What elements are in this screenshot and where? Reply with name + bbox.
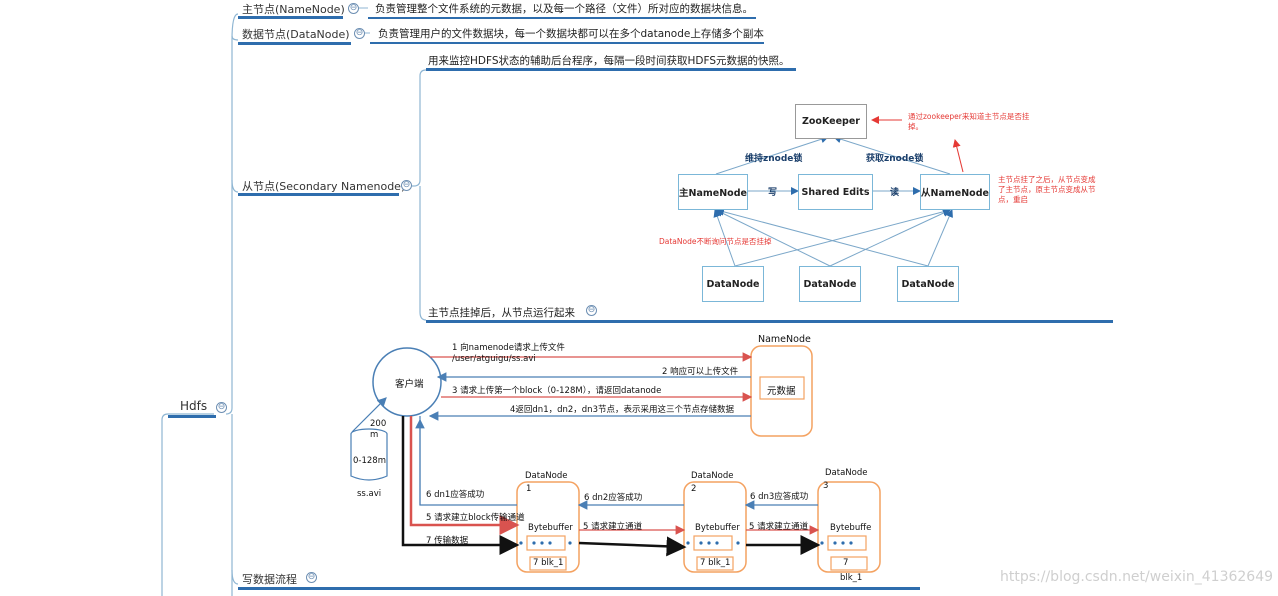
edge-write-label: 写 (768, 188, 778, 198)
branch-secondary-sub-underline (426, 320, 1113, 323)
step6b-label: 6 dn2应答成功 (584, 493, 643, 503)
dn2-index: 2 (691, 484, 697, 494)
dn3-block-tail: blk_1 (840, 573, 863, 583)
step3-label: 3 请求上传第一个block（0-128M），请返回datanode (452, 386, 662, 396)
root-collapse-icon[interactable]: ⊖ (216, 402, 227, 413)
edge-maintain-lock-label: 维持znode锁 (745, 154, 803, 164)
step5-label: 5 请求建立block传输通道 (426, 513, 525, 523)
dn1-block: 7 blk_1 (533, 558, 564, 568)
step6a-label: 6 dn1应答成功 (426, 490, 485, 500)
dn2-block: 7 blk_1 (700, 558, 731, 568)
watermark: https://blog.csdn.net/weixin_41362649 (1000, 569, 1274, 585)
branch-secondary-namenode[interactable]: 从节点(Secondary Namenode) (242, 180, 406, 193)
root-underline (168, 415, 216, 418)
step1-label: 1 向namenode请求上传文件 (452, 343, 565, 353)
branch-secondary-collapse-icon[interactable]: ⊖ (401, 180, 412, 191)
note-datanode-polling: DataNode不断询问节点是否挂掉 (659, 237, 772, 246)
dn1-buffer: Bytebuffer (528, 523, 573, 533)
namenode-title: NameNode (758, 334, 811, 345)
file-name-label: ss.avi (357, 489, 382, 499)
branch-namenode-collapse-icon[interactable]: ⊖ (348, 3, 359, 14)
ha-datanode-box-2: DataNode (799, 266, 861, 302)
root-label[interactable]: Hdfs (180, 399, 208, 413)
branch-namenode[interactable]: 主节点(NameNode) (242, 3, 345, 16)
branch-namenode-underline (238, 16, 343, 19)
step5c-label: 5 请求建立通道 (749, 522, 809, 532)
branch-secondary-detail: 用来监控HDFS状态的辅助后台程序，每隔一段时间获取HDFS元数据的快照。 (428, 55, 790, 67)
dn1-title: DataNode (525, 471, 568, 481)
client-circle (372, 347, 442, 417)
branch-write-flow-underline (238, 587, 920, 590)
branch-secondary-sub-collapse-icon[interactable]: ⊖ (586, 305, 597, 316)
file-block-label: 0-128m (353, 456, 386, 466)
branch-namenode-detail: 负责管理整个文件系统的元数据，以及每一个路径（文件）所对应的数据块信息。 (375, 3, 753, 15)
edge-acquire-lock-label: 获取znode锁 (866, 154, 924, 164)
dn2-title: DataNode (691, 471, 734, 481)
step4-label: 4返回dn1，dn2，dn3节点，表示采用这三个节点存储数据 (510, 405, 734, 415)
shared-edits-box: Shared Edits (798, 174, 873, 210)
file-size-label: 200 m (370, 419, 387, 440)
metadata-label: 元数据 (767, 386, 796, 397)
branch-datanode-underline (238, 42, 351, 45)
step1-path-label: /user/atguigu/ss.avi (452, 354, 536, 364)
dn3-buffer: Bytebuffe (830, 523, 872, 533)
step2-label: 2 响应可以上传文件 (662, 367, 739, 377)
note-failover: 主节点挂了之后，从节点变成了主节点，原主节点变成从节点，重启 (998, 175, 1096, 204)
edge-read-label: 读 (890, 188, 900, 198)
client-label: 客户端 (395, 379, 424, 390)
main-namenode-box: 主NameNode (678, 174, 748, 210)
branch-datanode-detail-underline (370, 42, 764, 44)
dn3-block: 7 (843, 558, 849, 568)
branch-secondary-underline (238, 193, 399, 196)
ha-datanode-box-3: DataNode (897, 266, 959, 302)
branch-write-flow-collapse-icon[interactable]: ⊖ (306, 572, 317, 583)
ha-datanode-box-1: DataNode (702, 266, 764, 302)
branch-secondary-sub[interactable]: 主节点挂掉后，从节点运行起来 (428, 307, 575, 319)
zookeeper-box: ZooKeeper (795, 104, 867, 139)
branch-datanode-detail: 负责管理用户的文件数据块，每一个数据块都可以在多个datanode上存储多个副本 (378, 28, 764, 40)
standby-namenode-box: 从NameNode (920, 174, 990, 210)
note-zookeeper: 通过zookeeper来知道主节点是否挂掉。 (908, 112, 1030, 131)
dn3-title: DataNode (825, 468, 868, 478)
branch-namenode-detail-underline (368, 17, 756, 19)
dn3-index: 3 (823, 481, 829, 491)
dn1-index: 1 (526, 484, 532, 494)
step6c-label: 6 dn3应答成功 (750, 492, 809, 502)
branch-datanode[interactable]: 数据节点(DataNode) (242, 28, 350, 41)
branch-datanode-collapse-icon[interactable]: ⊖ (354, 28, 365, 39)
branch-write-flow[interactable]: 写数据流程 (242, 573, 297, 586)
step7-label: 7 传输数据 (426, 536, 469, 546)
step5b-label: 5 请求建立通道 (583, 522, 643, 532)
branch-secondary-detail-underline (426, 68, 796, 71)
dn2-buffer: Bytebuffer (695, 523, 740, 533)
